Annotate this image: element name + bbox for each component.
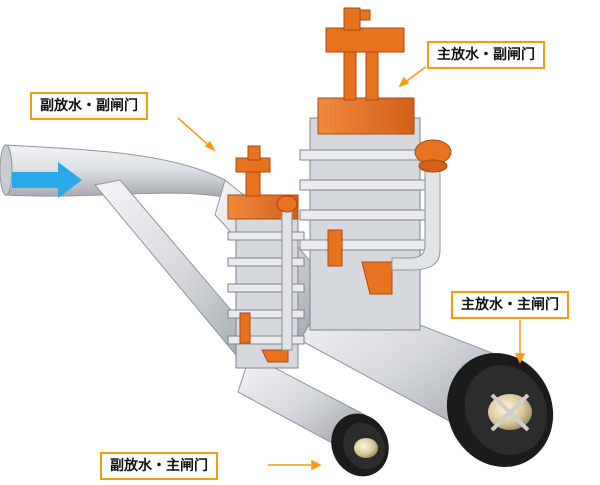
label-sub-discharge-sub-gate: 副放水・副闸门 — [30, 92, 148, 120]
flow-direction-arrow-icon — [12, 162, 82, 198]
sub-gate-fins — [227, 231, 305, 345]
main-discharge-nozzle — [446, 353, 554, 467]
sub-gate-tower — [227, 145, 305, 369]
sub-discharge-nozzle — [331, 413, 389, 477]
label-sub-discharge-main-gate: 副放水・主闸门 — [100, 452, 218, 480]
main-gate-tower — [299, 7, 452, 331]
callout-leaders — [177, 65, 526, 471]
label-main-discharge-main-gate: 主放水・主闸门 — [451, 291, 569, 319]
label-main-discharge-sub-gate: 主放水・副闸门 — [427, 41, 545, 69]
